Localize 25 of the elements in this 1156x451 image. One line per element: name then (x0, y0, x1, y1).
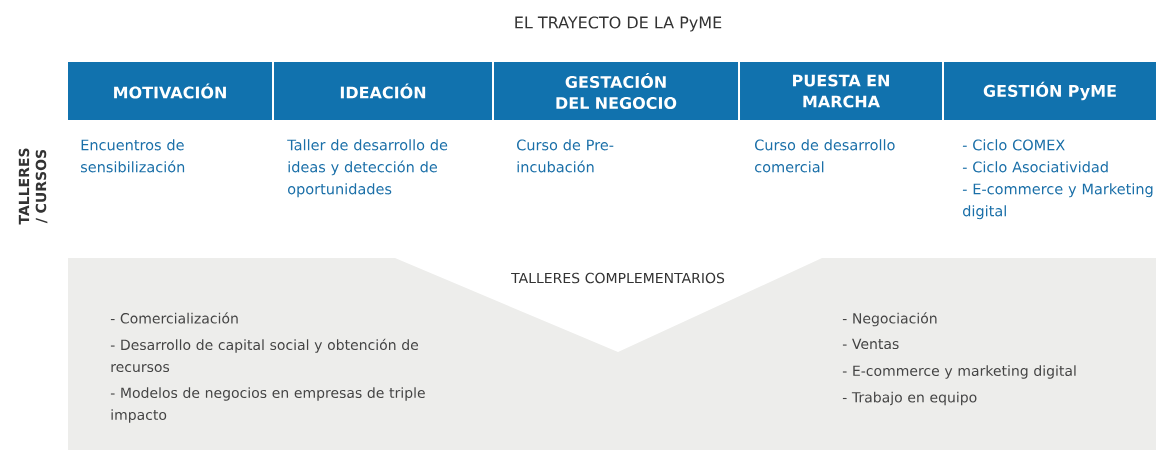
node-label: MOTIVACIÓN (114, 83, 226, 99)
course-text: Taller de desarrollo de ideas y detección de oportunidades (287, 139, 448, 198)
stage-header: GESTACIÓN DEL NEGOCIO (494, 62, 738, 120)
node-label: IDEACIÓN (340, 83, 426, 99)
course-text: - Ciclo COMEX - Ciclo Asociatividad - E-commerce y Marketing digital (962, 139, 1153, 220)
list-item: - Trabajo en equipo (842, 391, 977, 406)
list-item: - E-commerce y marketing digital (842, 365, 1076, 379)
list-item: - Comercialización (110, 312, 238, 324)
row-label: TALLERES / CURSOS (18, 148, 48, 225)
list-item: - Negociación (842, 312, 937, 327)
list-item: - Desarrollo de capital social y obtención de recursos (110, 338, 419, 373)
title: EL TRAYECTO DE LA PyME (515, 16, 722, 32)
course-text: Curso de Pre-incubación (517, 139, 614, 173)
course-text: Curso de desarrollo comercial (755, 139, 895, 173)
node-label: GESTACIÓN DEL NEGOCIO (556, 72, 677, 110)
list-item: - Ventas (842, 338, 899, 350)
node-label: GESTIÓN PyME (983, 81, 1116, 101)
stage-header: IDEACIÓN (274, 62, 492, 120)
stage-header: PUESTA EN MARCHA (740, 62, 942, 120)
band-heading: TALLERES COMPLEMENTARIOS (511, 272, 725, 284)
course-text: Encuentros de sensibilización (81, 139, 185, 173)
list-item: - Modelos de negocios en empresas de triple impacto (110, 387, 425, 423)
node-label: PUESTA EN MARCHA (793, 74, 889, 108)
stage-header: MOTIVACIÓN (68, 62, 272, 120)
stage-header: GESTIÓN PyME (944, 62, 1156, 120)
